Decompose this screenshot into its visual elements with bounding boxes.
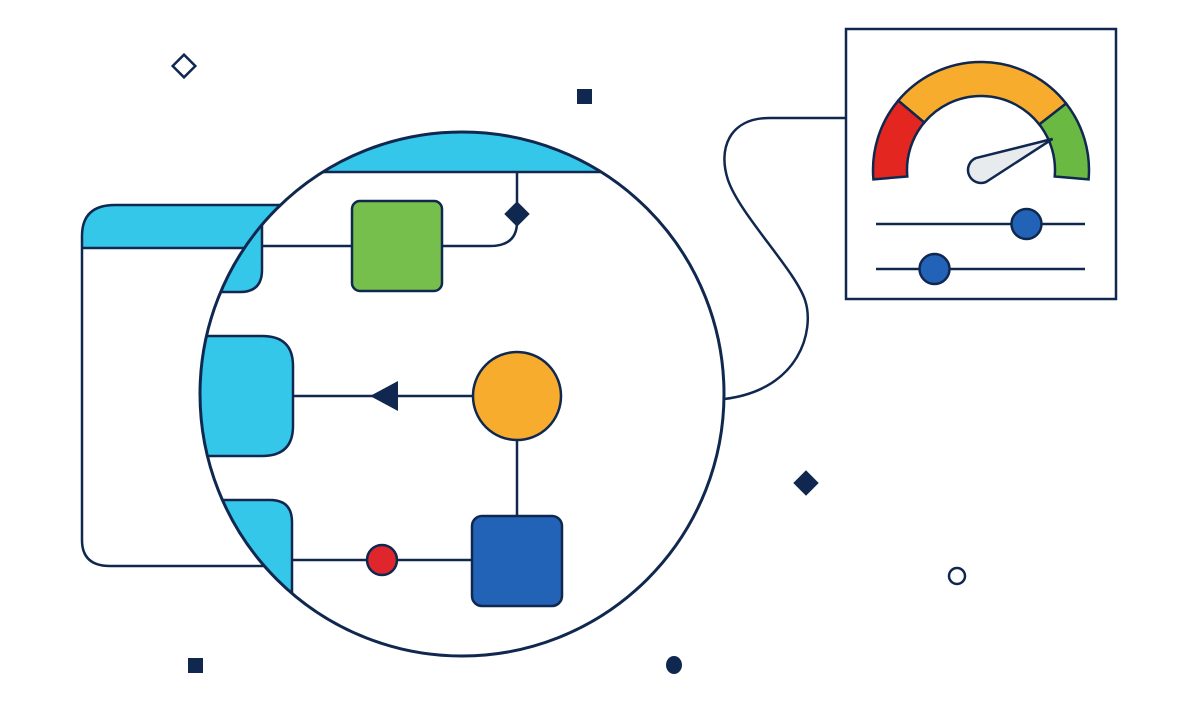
diamond-icon bbox=[793, 470, 819, 496]
red-status-dot bbox=[365, 543, 399, 577]
slider-2[interactable] bbox=[876, 252, 1085, 286]
slider-1-knob[interactable] bbox=[1010, 207, 1043, 241]
dashboard-panel bbox=[844, 27, 1118, 301]
diamond-outline-icon bbox=[170, 52, 198, 80]
background-window-frame bbox=[80, 203, 300, 568]
background-window bbox=[80, 203, 300, 568]
orange-node bbox=[471, 350, 563, 442]
gauge bbox=[871, 60, 1091, 185]
gauge-green-segment bbox=[1037, 101, 1091, 181]
dashboard-cable bbox=[723, 116, 846, 401]
left-tab-bottom bbox=[200, 498, 294, 622]
slider-1[interactable] bbox=[876, 207, 1085, 241]
square-icon bbox=[577, 89, 592, 104]
square-icon bbox=[188, 658, 203, 673]
background-window-header bbox=[82, 205, 300, 248]
diamond-icon bbox=[504, 201, 530, 227]
circle-outline-icon bbox=[947, 566, 967, 586]
gauge-needle bbox=[966, 137, 1054, 185]
lens-header-band bbox=[200, 132, 724, 172]
blue-process-block bbox=[470, 514, 564, 608]
green-process-block bbox=[350, 199, 444, 293]
lens-background bbox=[200, 132, 724, 656]
slider-2-knob[interactable] bbox=[918, 252, 951, 286]
dot-icon bbox=[666, 656, 682, 674]
left-tab-middle bbox=[200, 334, 295, 458]
arrow-left-icon bbox=[370, 381, 398, 411]
magnifier-lens bbox=[198, 130, 726, 658]
